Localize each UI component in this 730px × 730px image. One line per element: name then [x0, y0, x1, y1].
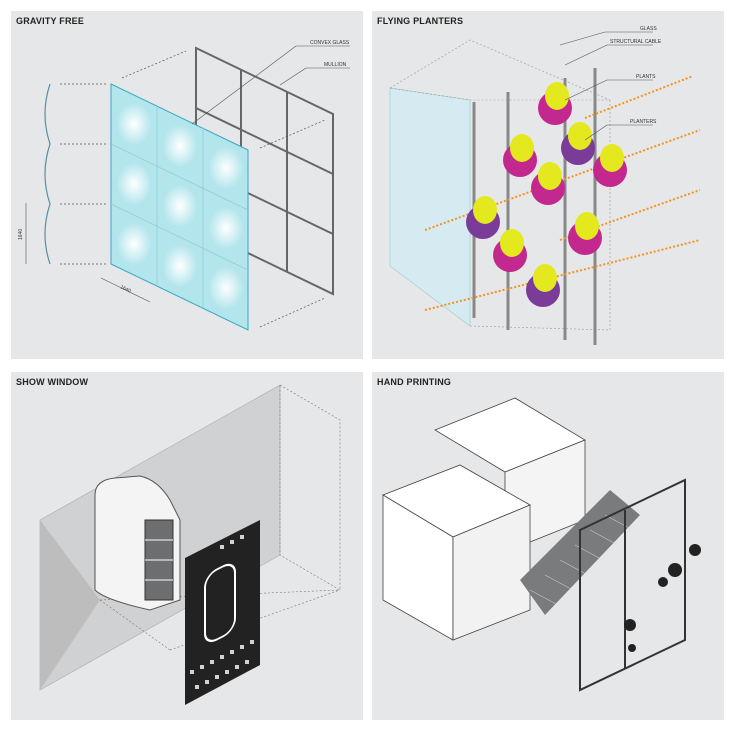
label-mullion: MULLION: [324, 62, 347, 68]
plant-foliage: [500, 229, 524, 257]
plant-foliage: [600, 144, 624, 172]
label-glass: GLASS: [640, 26, 657, 32]
hand-print-frame: [579, 478, 686, 692]
leader-lines: [559, 31, 653, 141]
panel-title: FLYING PLANTERS: [377, 16, 464, 26]
label-plants: PLANTS: [636, 74, 656, 80]
panel-title: SHOW WINDOW: [16, 377, 89, 387]
dim-height: 1640: [18, 229, 24, 240]
plant-foliage: [568, 122, 592, 150]
plant-foliage: [575, 212, 599, 240]
convex-glass-panel: [110, 83, 249, 331]
display-case: [94, 475, 181, 611]
label-convex-glass: CONVEX GLASS: [310, 40, 350, 46]
white-blocks: [382, 397, 586, 641]
dim-width: 1640: [119, 284, 132, 294]
label-planters: PLANTERS: [630, 119, 657, 125]
patterned-panel: [185, 520, 260, 705]
hand-prints: [624, 544, 701, 652]
planters: [466, 82, 627, 307]
panel-title: GRAVITY FREE: [16, 16, 85, 26]
plant-foliage: [538, 162, 562, 190]
plant-foliage: [510, 134, 534, 162]
plant-foliage: [473, 196, 497, 224]
label-structural-cable: STRUCTURAL CABLE: [610, 39, 662, 45]
plant-foliage: [545, 82, 569, 110]
convex-profile-curve: [44, 83, 51, 265]
plant-foliage: [533, 264, 557, 292]
dimension-lines: [60, 50, 326, 328]
panel-title: HAND PRINTING: [377, 377, 452, 387]
glass-box: [389, 39, 611, 331]
leader-lines: [25, 45, 350, 303]
